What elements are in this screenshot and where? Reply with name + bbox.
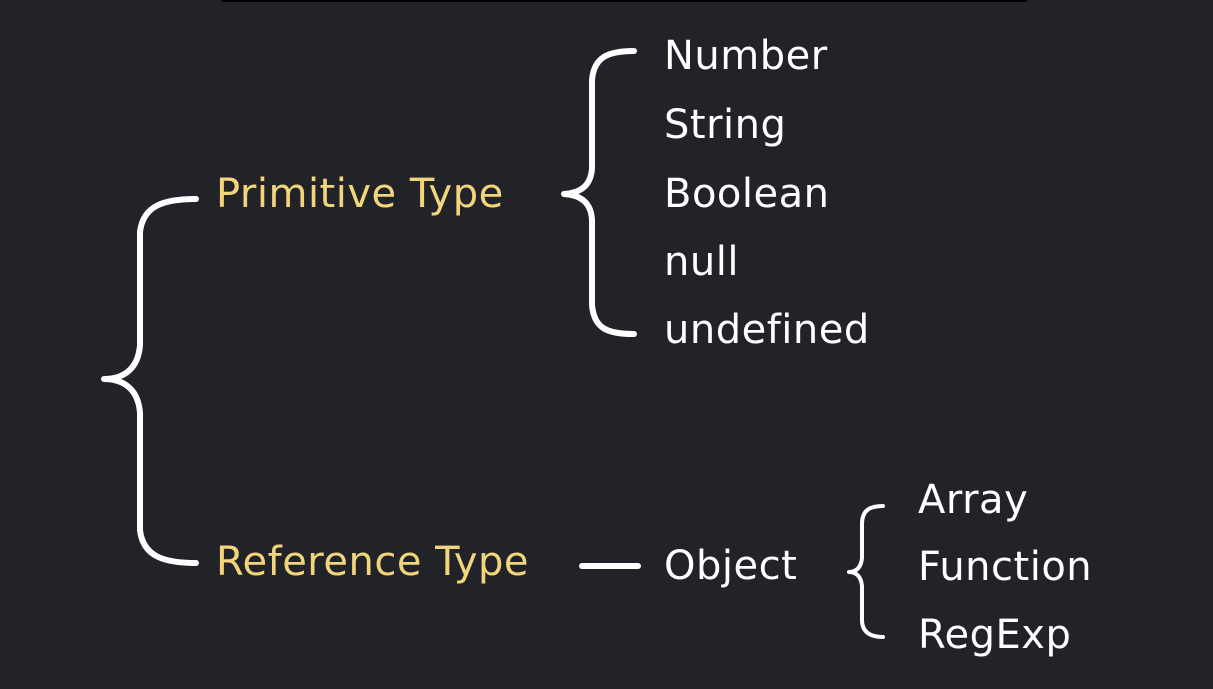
top-divider (222, 0, 1027, 2)
object-brace (847, 504, 885, 639)
primitive-item-number: Number (664, 33, 828, 79)
primitive-item-boolean: Boolean (664, 171, 830, 217)
object-subtype-function: Function (918, 544, 1093, 590)
object-subtype-regexp: RegExp (918, 612, 1072, 658)
root-brace (101, 196, 199, 566)
primitive-item-null: null (664, 239, 739, 285)
object-subtype-array: Array (918, 477, 1029, 523)
reference-base-object: Object (664, 543, 798, 589)
primitive-brace (561, 48, 637, 337)
reference-type-label: Reference Type (216, 539, 530, 585)
primitive-item-string: String (664, 102, 787, 148)
primitive-type-label: Primitive Type (216, 171, 504, 217)
primitive-item-undefined: undefined (664, 307, 870, 353)
